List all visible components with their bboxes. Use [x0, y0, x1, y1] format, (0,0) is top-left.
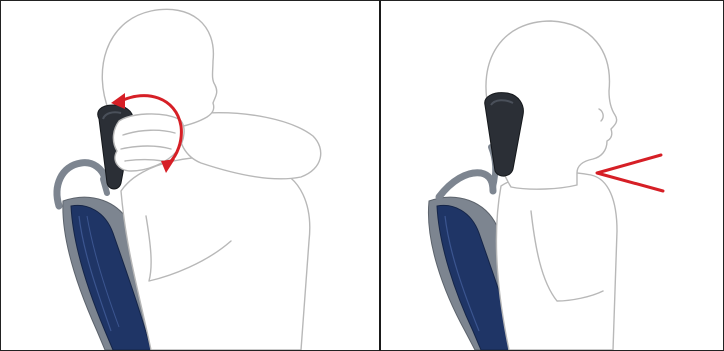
- neck-supported-illustration: [381, 1, 723, 350]
- person-torso: [121, 157, 310, 350]
- headrest-arm: [439, 147, 495, 197]
- panel-adjust-headrest: [1, 1, 379, 350]
- adjust-headrest-illustration: [1, 1, 379, 350]
- panel-neck-supported: [381, 1, 723, 350]
- person-torso: [496, 172, 617, 350]
